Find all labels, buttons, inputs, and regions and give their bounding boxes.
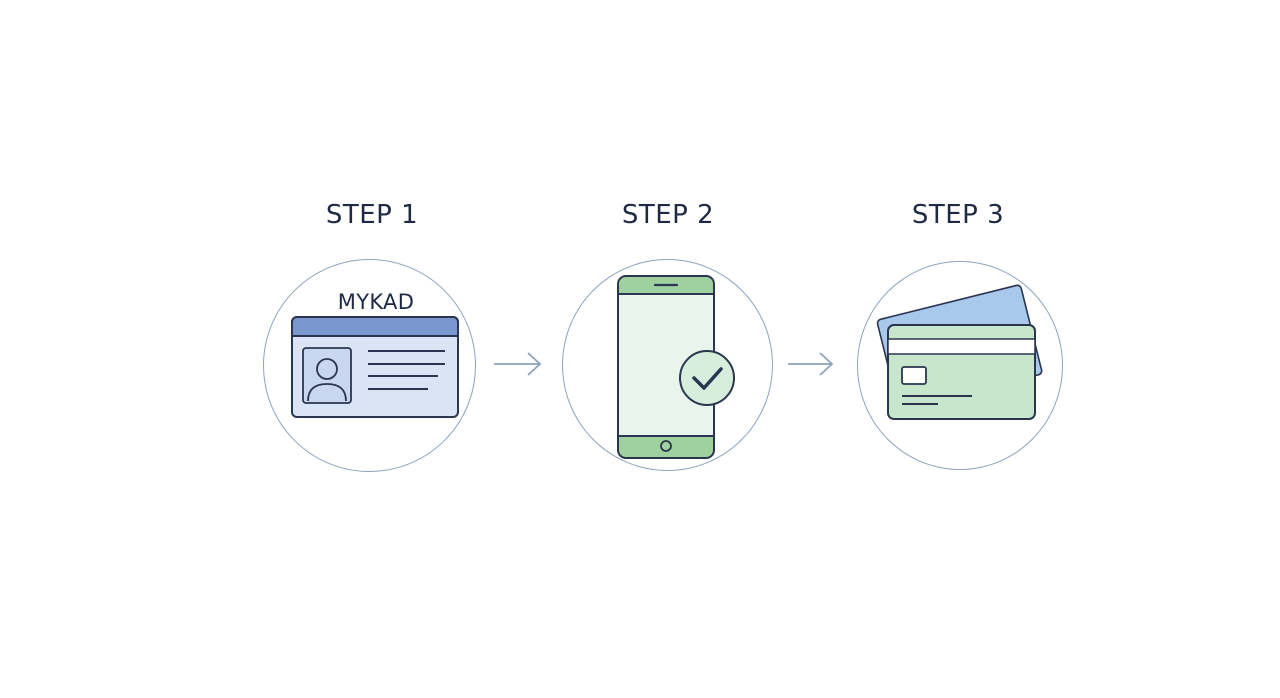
arrow-right-icon: [788, 352, 834, 376]
id-card-icon: [291, 316, 459, 418]
bank-cards-icon: [876, 284, 1043, 420]
step-2-title: STEP 2: [621, 200, 715, 230]
smartphone-check-icon: [617, 275, 735, 459]
step-3-title: STEP 3: [911, 200, 1005, 230]
arrow-right-icon: [494, 352, 542, 376]
mykad-label: MYKAD: [337, 290, 415, 314]
step-1-title: STEP 1: [325, 200, 419, 230]
